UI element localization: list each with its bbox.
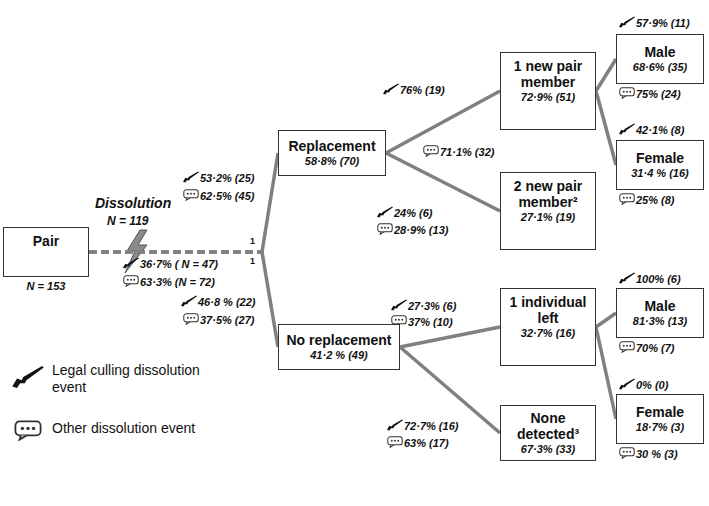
- rifle-icon: [377, 206, 393, 217]
- annotation-label: 37·5% (27): [200, 314, 254, 327]
- branch-connector: [89, 153, 278, 252]
- branch-connector: [596, 327, 616, 419]
- box-count: 31·4 % (16): [631, 166, 688, 180]
- branch-connector: [596, 91, 616, 165]
- legend-text: Legal culling dissolution event: [52, 362, 200, 395]
- speech-icon: [620, 88, 634, 98]
- process-box: Female31·4 % (16): [616, 140, 704, 190]
- annotation-label: 75% (24): [636, 88, 681, 101]
- edge-percentage: 57·9% (11): [636, 17, 690, 30]
- process-box: No replacement41·2 % (49): [278, 324, 400, 370]
- box-title: No replacement: [286, 332, 391, 348]
- legend-speech-icon: [15, 421, 40, 439]
- box-title: Female: [636, 404, 684, 420]
- rifle-icon: [391, 299, 407, 310]
- edge-percentage: 100% (6): [636, 273, 681, 286]
- annotation-label: 70% (7): [636, 342, 675, 355]
- edge-percentage: 46·8 % (22): [198, 296, 255, 309]
- speech-icon: [388, 437, 402, 447]
- speech-icon: [620, 342, 634, 352]
- branch-connector: [386, 153, 500, 211]
- process-box: None detected³67·3% (33): [500, 405, 596, 461]
- annotation-label: 30 % (3): [636, 448, 678, 461]
- box-count: 18·7% (3): [636, 420, 684, 434]
- edge-percentage: 42·1% (8): [636, 124, 684, 137]
- process-box: 1 new pair member72·9% (51): [500, 52, 596, 130]
- box-title: Replacement: [288, 138, 375, 154]
- branch-connector: [596, 59, 616, 91]
- edge-percentage: 27·3% (6): [408, 300, 456, 313]
- box-count: 58·8% (70): [305, 154, 359, 168]
- box-count: 81·3% (13): [633, 314, 687, 328]
- box-count: 68·6% (35): [633, 60, 687, 74]
- box-title: 1 individual left: [504, 294, 592, 326]
- annotation-label: 63% (17): [404, 437, 449, 450]
- process-box: 1 individual left32·7% (16): [500, 288, 596, 366]
- rifle-icon: [387, 419, 403, 430]
- box-title: 1 new pair member: [504, 58, 592, 90]
- speech-icon: [124, 276, 138, 286]
- edge-percentage: 53·2% (25): [200, 172, 254, 185]
- speech-icon: [378, 224, 392, 234]
- rifle-icon: [183, 171, 199, 182]
- box-title: Male: [644, 298, 675, 314]
- speech-icons: [15, 88, 634, 458]
- speech-icon: [620, 194, 634, 204]
- rifle-icon: [383, 83, 399, 94]
- annotation-label: 37% (10): [408, 316, 453, 329]
- legend-entry: Legal culling dissolution event: [52, 362, 202, 396]
- footnote-number: 1: [250, 236, 255, 246]
- speech-icon: [184, 314, 198, 324]
- legend-entry: Other dissolution event: [52, 420, 202, 437]
- legend-text: Other dissolution event: [52, 420, 195, 436]
- annotation-label: 28·9% (13): [394, 224, 448, 237]
- box-count: 32·7% (16): [521, 326, 575, 340]
- box-count: 41·2 % (49): [310, 348, 367, 362]
- speech-icon: [424, 146, 438, 156]
- branch-connector: [89, 252, 278, 347]
- box-title: Male: [644, 44, 675, 60]
- process-box: Male68·6% (35): [616, 34, 704, 84]
- box-count: 67·3% (33): [521, 442, 575, 456]
- footnote-number: 1: [250, 256, 255, 266]
- edge-percentage: 24% (6): [394, 207, 433, 220]
- annotation-label: 25% (8): [636, 194, 675, 207]
- edge-percentage: 76% (19): [400, 84, 445, 97]
- process-box: Replacement58·8% (70): [278, 130, 386, 176]
- box-count: 27·1% (19): [521, 210, 575, 224]
- box-title: Pair: [33, 233, 59, 249]
- box-count: N = 153: [4, 280, 88, 292]
- branch-connector: [596, 313, 616, 327]
- rifle-icons: [12, 16, 635, 430]
- process-box: 2 new pair member²27·1% (19): [500, 172, 596, 250]
- branch-connector: [400, 347, 500, 433]
- annotation-label: 36·7% ( N = 47): [140, 258, 218, 271]
- annotation-label: 62·5% (45): [200, 190, 254, 203]
- annotation-label: N = 119: [107, 214, 148, 228]
- speech-icon: [620, 448, 634, 458]
- branch-connector: [400, 327, 500, 347]
- rifle-icon: [123, 257, 139, 268]
- process-box: Male81·3% (13): [616, 288, 704, 338]
- rifle-icon: [619, 272, 635, 283]
- edge-percentage: 72·7% (16): [404, 420, 458, 433]
- branch-connector: [386, 91, 500, 153]
- annotation-label: Dissolution: [95, 195, 171, 211]
- box-title: Female: [636, 150, 684, 166]
- process-box: Female18·7% (3): [616, 394, 704, 444]
- rifle-icon: [619, 123, 635, 134]
- edge-percentage: 0% (0): [636, 379, 668, 392]
- rifle-icon: [619, 378, 635, 389]
- rifle-icon: [619, 16, 635, 27]
- annotation-label: 71·1% (32): [440, 146, 494, 159]
- annotation-label: 63·3% (N = 72): [140, 276, 215, 289]
- speech-icon: [184, 190, 198, 200]
- box-count: 72·9% (51): [521, 90, 575, 104]
- legend-rifle-icon: [12, 366, 43, 388]
- rifle-icon: [181, 295, 197, 306]
- box-title: 2 new pair member²: [504, 178, 592, 210]
- process-box: PairN = 153: [3, 227, 89, 277]
- box-title: None detected³: [504, 410, 592, 442]
